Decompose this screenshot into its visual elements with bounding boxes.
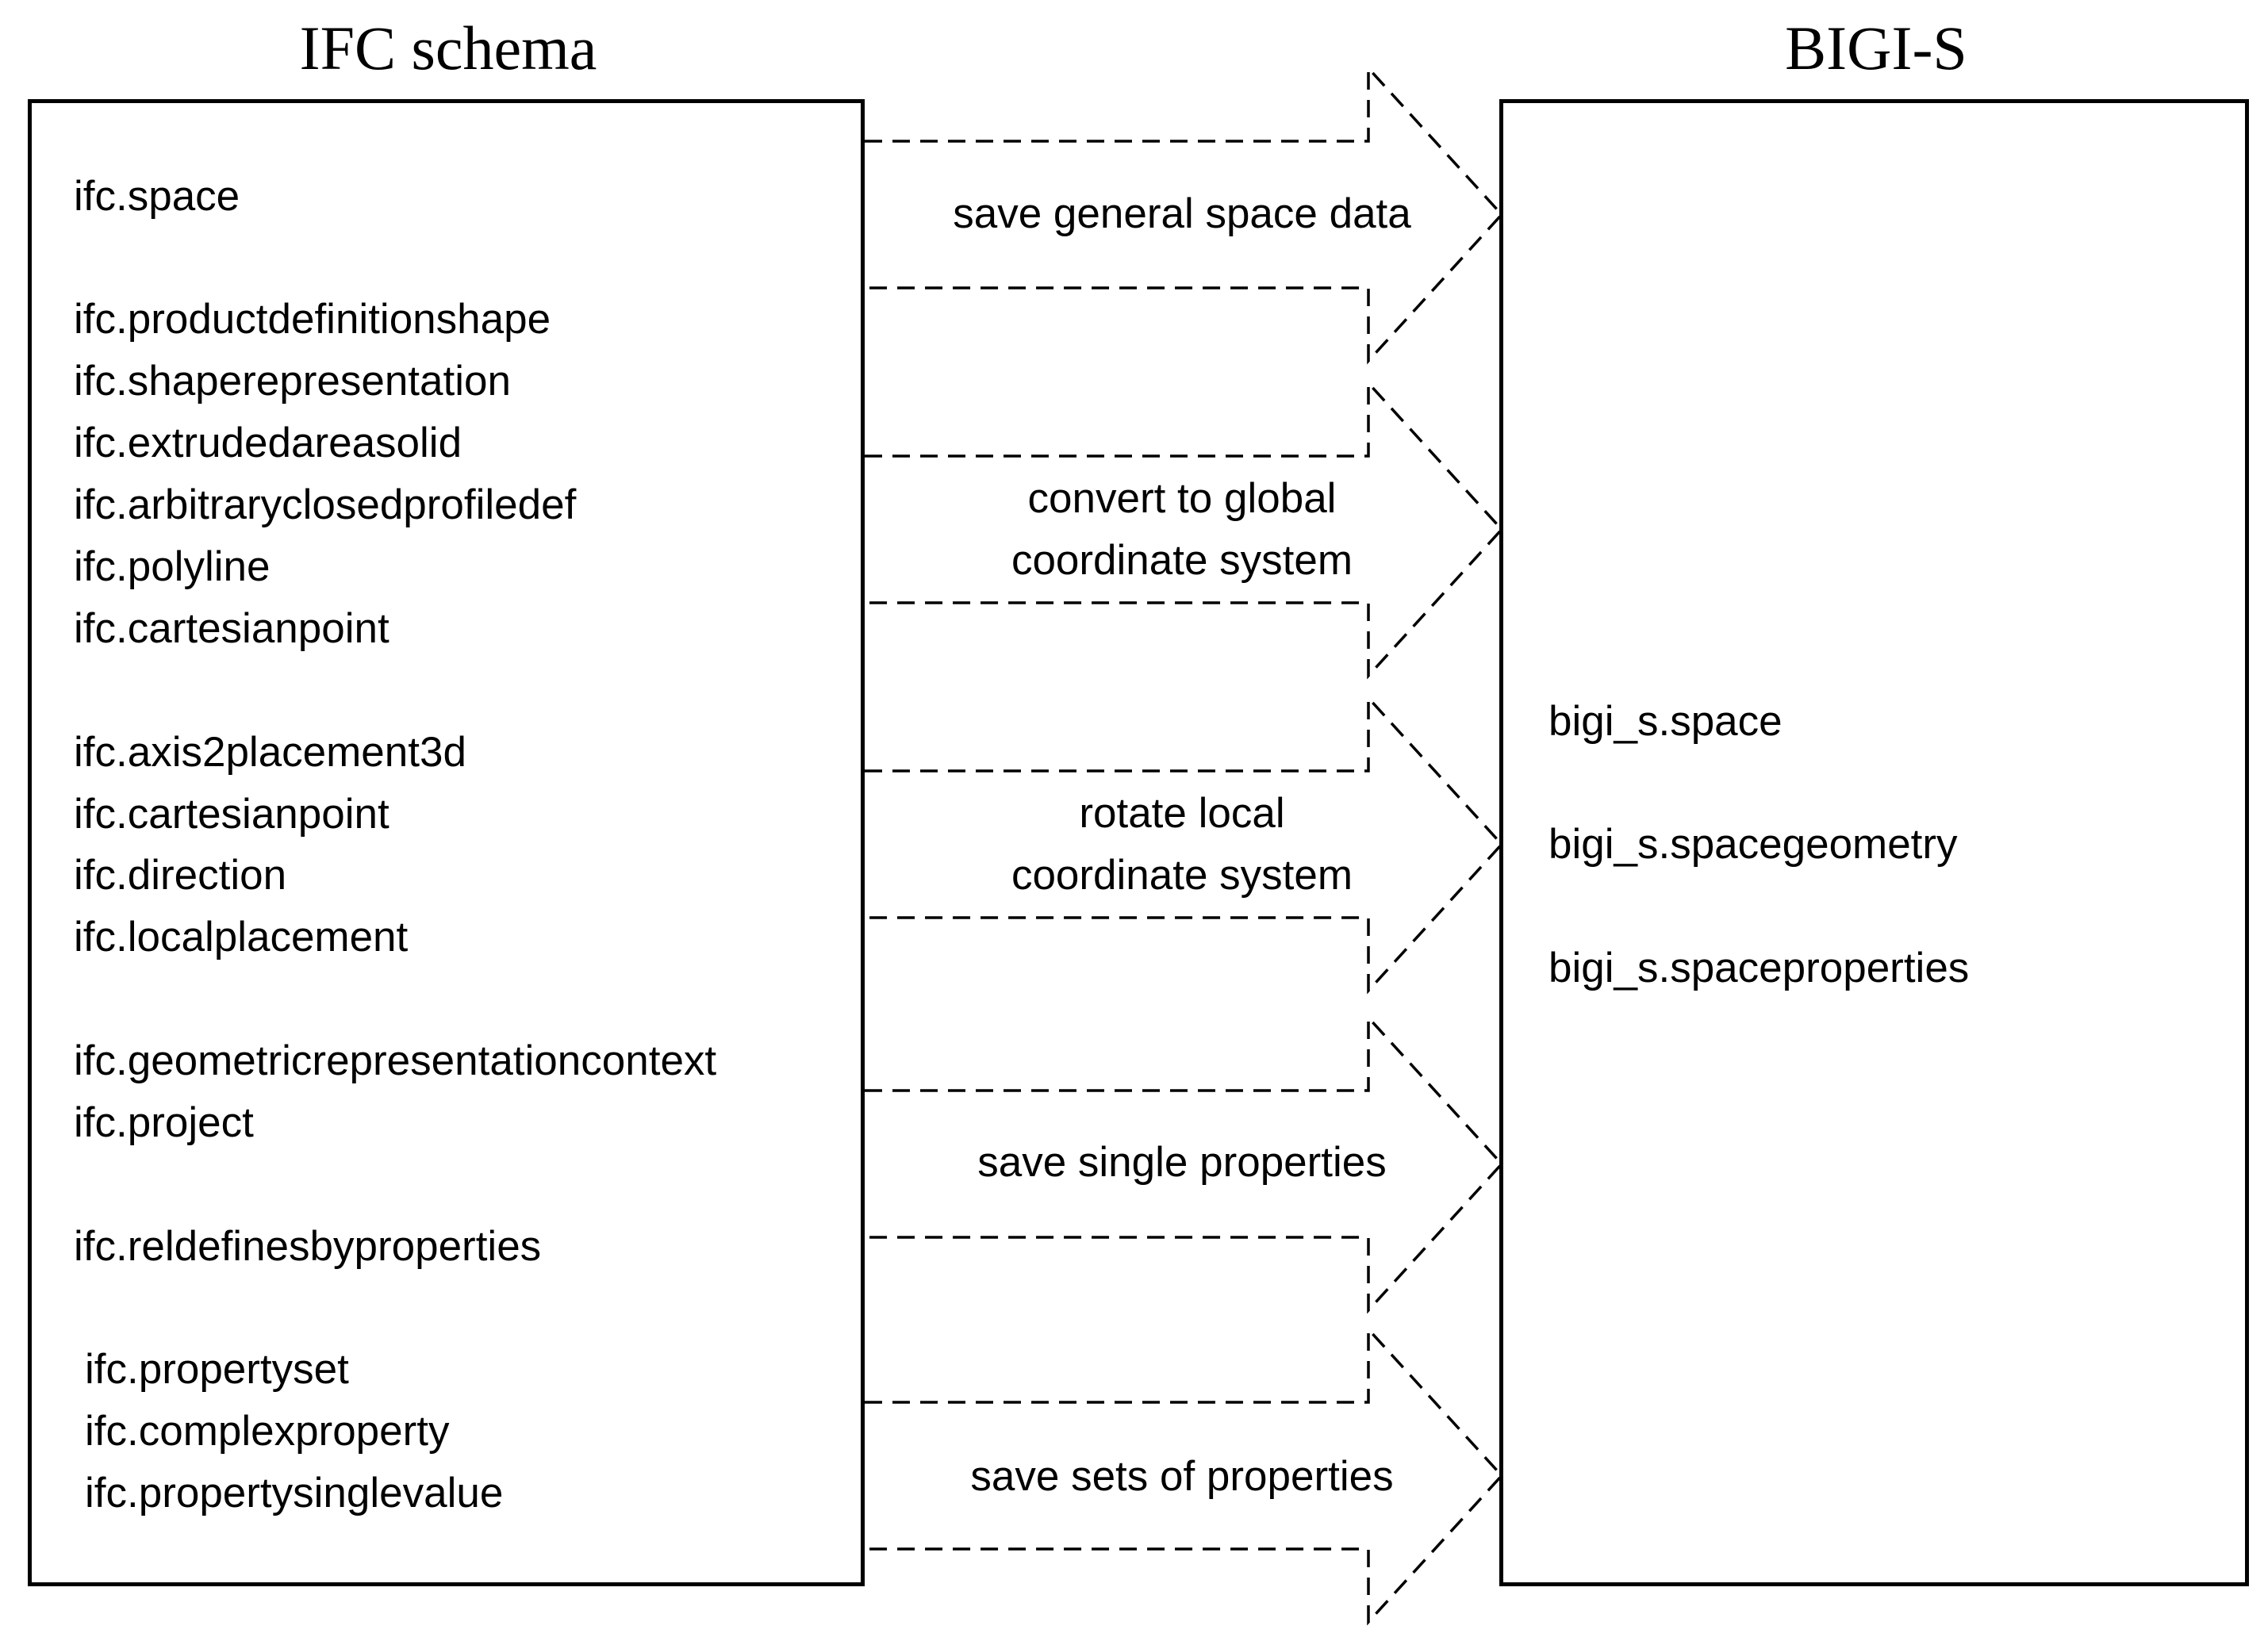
bigi-s-entity-label: bigi_s.spaceproperties: [1548, 945, 1970, 991]
ifc-entity-label: ifc.productdefinitionshape: [74, 296, 551, 343]
arrow-label-convert-to-global: convert to global coordinate system: [865, 468, 1499, 592]
arrow-label-line: convert to global: [1027, 475, 1337, 522]
ifc-entity-label: ifc.polyline: [74, 543, 271, 590]
ifc-entity-label: ifc.cartesianpoint: [74, 605, 390, 652]
dashed-arrow-5: [865, 1325, 1504, 1626]
ifc-entity-label: ifc.arbitraryclosedprofiledef: [74, 481, 577, 528]
ifc-entity-label: ifc.reldefinesbyproperties: [74, 1223, 542, 1270]
arrow-label-line: coordinate system: [1011, 537, 1353, 584]
arrow-label-save-general-space-data: save general space data: [865, 183, 1499, 245]
ifc-entity-label: ifc.axis2placement3d: [74, 729, 466, 776]
bigi-s-title: BIGI-S: [1785, 13, 1967, 82]
dashed-arrow-4: [865, 1014, 1504, 1314]
dashed-arrow-2: [865, 379, 1504, 680]
bigi-s-entity-label: bigi_s.space: [1548, 698, 1783, 745]
ifc-entity-label: ifc.propertyset: [85, 1346, 349, 1393]
ifc-entity-label: ifc.cartesianpoint: [74, 791, 390, 838]
ifc-schema-box: [28, 99, 865, 1586]
arrow-label-save-single-properties: save single properties: [865, 1132, 1499, 1194]
bigi-s-box: [1499, 99, 2249, 1586]
ifc-entity-label: ifc.complexproperty: [85, 1408, 450, 1455]
ifc-entity-label: ifc.localplacement: [74, 914, 409, 960]
ifc-entity-label: ifc.geometricrepresentationcontext: [74, 1037, 717, 1084]
arrow-label-rotate-local: rotate local coordinate system: [865, 783, 1499, 907]
arrow-label-line: save general space data: [953, 190, 1411, 237]
ifc-schema-title: IFC schema: [299, 13, 597, 82]
ifc-entity-label: ifc.extrudedareasolid: [74, 420, 462, 466]
dashed-arrow-3: [865, 694, 1504, 995]
bigi-s-entity-label: bigi_s.spacegeometry: [1548, 821, 1958, 868]
arrow-label-line: save sets of properties: [970, 1453, 1394, 1500]
ifc-entity-label: ifc.shaperepresentation: [74, 358, 511, 404]
ifc-entity-label: ifc.project: [74, 1099, 254, 1146]
arrow-label-line: save single properties: [977, 1139, 1387, 1186]
dashed-arrow-1: [865, 64, 1504, 365]
arrow-label-line: rotate local: [1079, 790, 1285, 837]
arrow-label-line: coordinate system: [1011, 852, 1353, 899]
ifc-entity-label: ifc.space: [74, 173, 240, 220]
arrow-label-save-sets-of-properties: save sets of properties: [865, 1446, 1499, 1508]
ifc-entity-label: ifc.direction: [74, 852, 287, 899]
ifc-entity-label: ifc.propertysinglevalue: [85, 1470, 504, 1516]
